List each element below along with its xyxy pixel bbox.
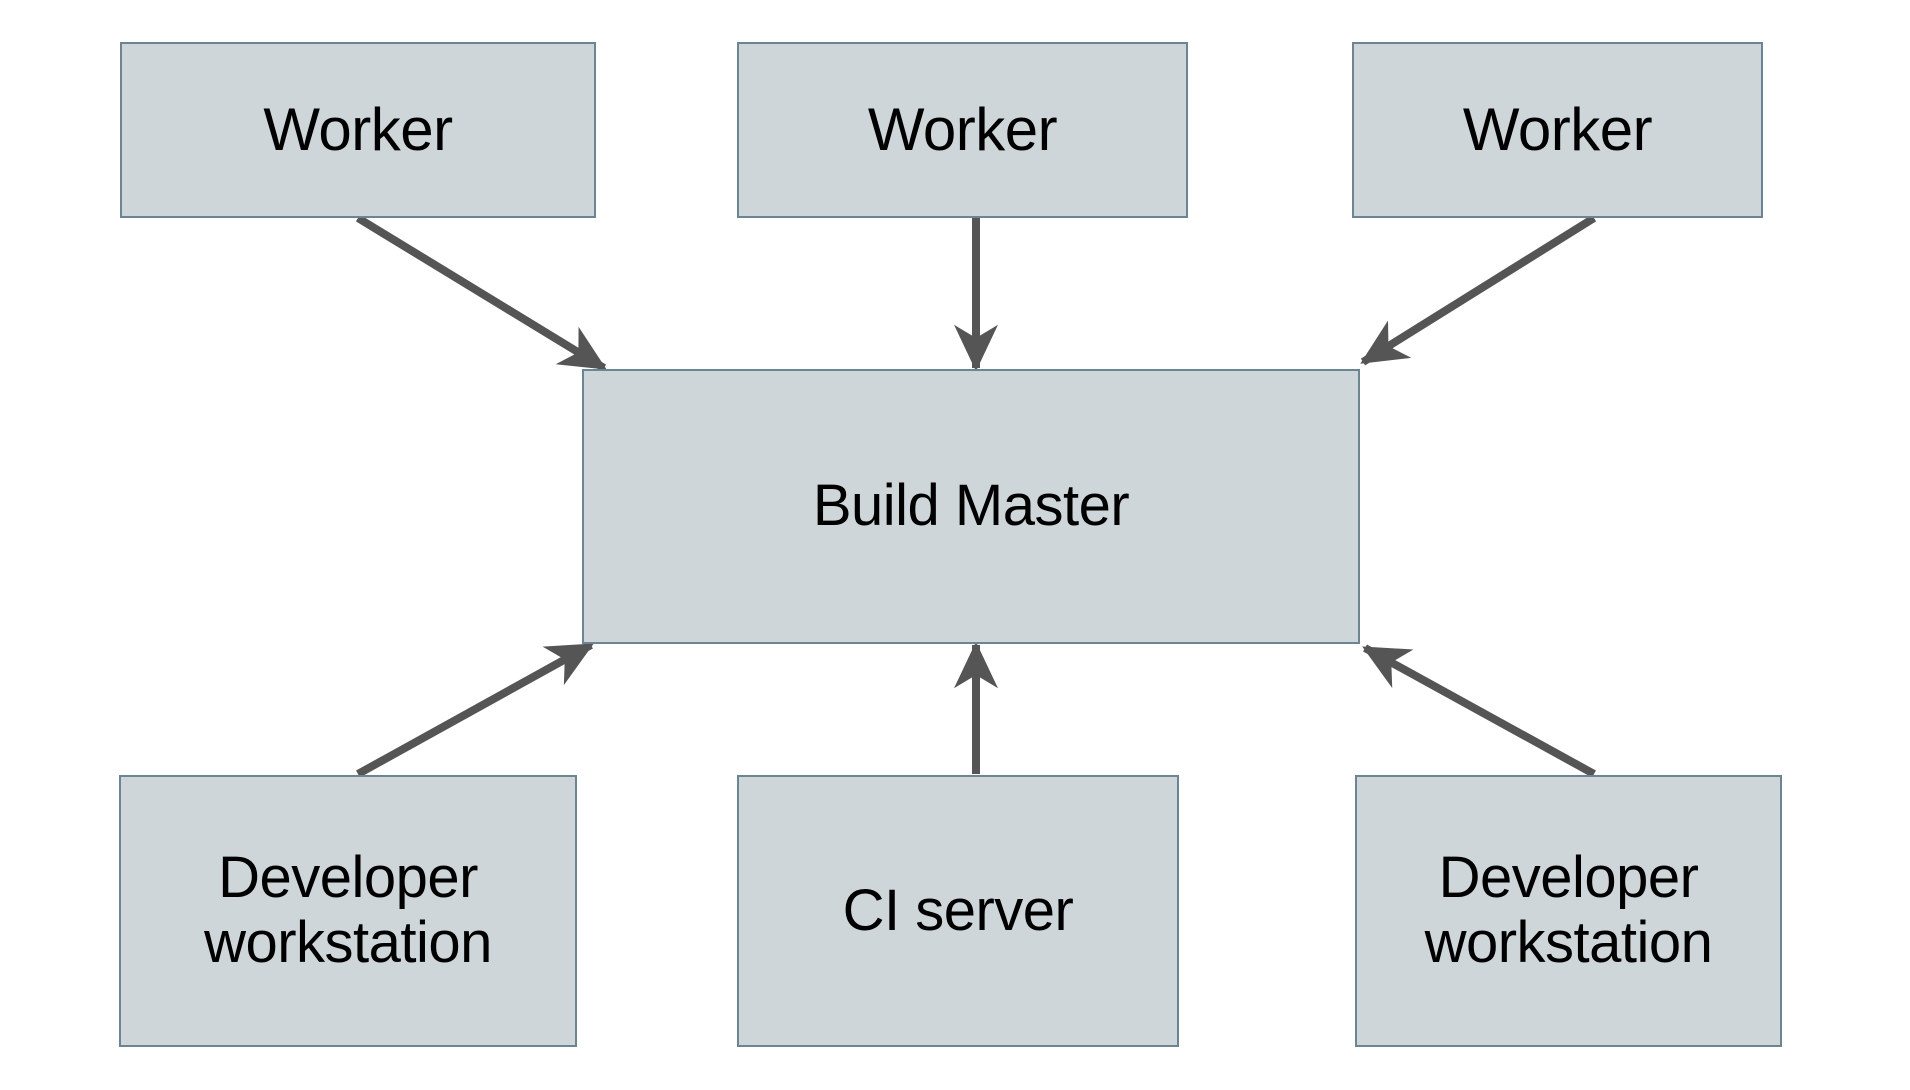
- node-label: Worker: [263, 96, 453, 164]
- node-worker-1[interactable]: Worker: [120, 42, 596, 218]
- edge-worker1-to-master: [355, 214, 607, 372]
- node-ci-server[interactable]: CI server: [737, 775, 1179, 1047]
- node-build-master[interactable]: Build Master: [582, 369, 1360, 644]
- edge-devleft-to-master: [356, 641, 594, 778]
- node-label: Developer workstation: [1424, 845, 1713, 975]
- node-label: Worker: [1462, 96, 1653, 164]
- node-label: Build Master: [812, 473, 1130, 539]
- node-label: Worker: [867, 96, 1058, 164]
- node-worker-2[interactable]: Worker: [737, 42, 1188, 218]
- edge-worker3-to-master: [1360, 214, 1597, 366]
- node-developer-workstation-right[interactable]: Developer workstation: [1355, 775, 1782, 1047]
- node-label: Developer workstation: [204, 845, 492, 975]
- edge-devright-to-master: [1362, 644, 1596, 778]
- node-label: CI server: [842, 877, 1074, 943]
- node-developer-workstation-left[interactable]: Developer workstation: [119, 775, 577, 1047]
- node-worker-3[interactable]: Worker: [1352, 42, 1763, 218]
